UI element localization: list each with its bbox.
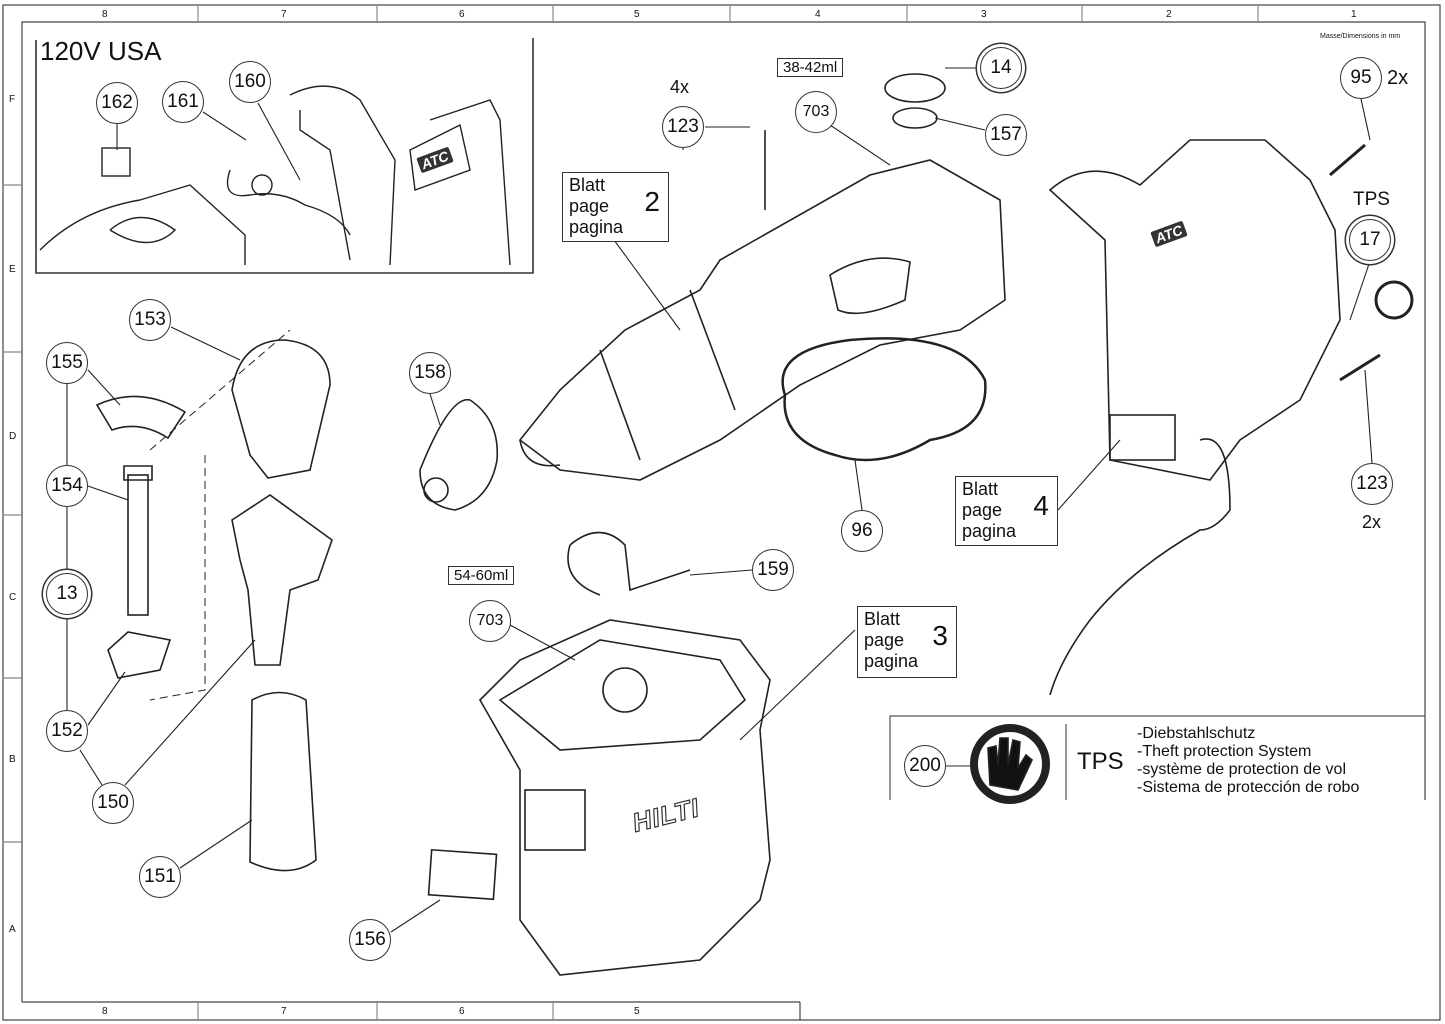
page-ref-3[interactable]: Blatt page pagina 3 xyxy=(857,606,957,678)
page-ref-label: page xyxy=(962,500,1003,520)
page-ref-2[interactable]: Blatt page pagina 2 xyxy=(562,172,669,242)
callout-17: 17 xyxy=(1349,219,1391,261)
tps-line-en: -Theft protection System xyxy=(1137,743,1312,760)
callout-200: 200 xyxy=(904,745,946,787)
inset-border xyxy=(35,38,534,274)
grid-col-2: 2 xyxy=(1166,9,1172,20)
handle-housing xyxy=(1048,139,1381,696)
page-ref-label: pagina xyxy=(864,651,919,671)
qty-123-right: 2x xyxy=(1362,512,1382,532)
callout-151: 151 xyxy=(139,856,181,898)
grid-row-d: D xyxy=(9,431,17,442)
page-ref-number: 3 xyxy=(932,620,948,651)
grid-col-7-bottom: 7 xyxy=(281,1006,287,1017)
grid-row-a: A xyxy=(9,924,16,935)
motor-housing xyxy=(427,531,771,976)
grid-col-5-bottom: 5 xyxy=(634,1006,640,1017)
page-ref-number: 4 xyxy=(1033,490,1049,521)
leader-lines xyxy=(66,67,1373,933)
inset-title: 120V USA xyxy=(40,36,162,66)
callout-162: 162 xyxy=(96,82,138,124)
callout-160: 160 xyxy=(229,61,271,103)
grease-amount-bottom: 54-60ml xyxy=(448,566,515,585)
tps-line-de: -Diebstahlschutz xyxy=(1137,725,1256,742)
side-handle-parts xyxy=(95,329,333,872)
page-ref-label: Blatt xyxy=(569,175,606,195)
grid-col-6: 6 xyxy=(459,9,465,20)
callout-159: 159 xyxy=(752,549,794,591)
callout-703-bottom: 703 xyxy=(469,600,511,642)
qty-95: 2x xyxy=(1387,67,1409,89)
grid-row-c: C xyxy=(9,592,17,603)
grid-col-6-bottom: 6 xyxy=(459,1006,465,1017)
drawing-frame xyxy=(2,4,1441,1021)
grid-col-5: 5 xyxy=(634,9,640,20)
grid-col-7: 7 xyxy=(281,9,287,20)
tps-box-frame xyxy=(889,715,1425,800)
grid-col-8-bottom: 8 xyxy=(102,1006,108,1017)
tps-line-es: -Sistema de protección de robo xyxy=(1137,779,1360,796)
callout-157: 157 xyxy=(985,114,1027,156)
callout-158: 158 xyxy=(409,352,451,394)
tps-description: -Diebstahlschutz -Theft protection Syste… xyxy=(1137,725,1359,797)
grid-col-4: 4 xyxy=(815,9,821,20)
page-ref-number: 2 xyxy=(644,186,660,217)
callout-123-top: 123 xyxy=(662,106,704,148)
callout-150: 150 xyxy=(92,782,134,824)
callout-703-top: 703 xyxy=(795,91,837,133)
page-ref-label: pagina xyxy=(962,521,1017,541)
drill-body xyxy=(419,73,1006,511)
tps-label-17: TPS xyxy=(1353,189,1390,210)
grid-col-8: 8 xyxy=(102,9,108,20)
grid-col-1: 1 xyxy=(1351,9,1357,20)
tps-abbr: TPS xyxy=(1077,748,1124,775)
tps-sticker-icon xyxy=(1374,280,1414,320)
grid-row-b: B xyxy=(9,754,16,765)
callout-96: 96 xyxy=(841,510,883,552)
page-ref-4[interactable]: Blatt page pagina 4 xyxy=(955,476,1058,546)
stop-tps-logo xyxy=(970,724,1050,804)
tps-line-fr: -système de protection de vol xyxy=(1137,761,1346,778)
callout-123-right: 123 xyxy=(1351,463,1393,505)
page-ref-label: Blatt xyxy=(864,609,901,629)
callout-156: 156 xyxy=(349,919,391,961)
page-ref-label: Blatt xyxy=(962,479,999,499)
grid-row-e: E xyxy=(9,264,16,275)
qty-123-top: 4x xyxy=(670,77,690,97)
callout-13: 13 xyxy=(46,573,88,615)
grease-amount-top: 38-42ml xyxy=(777,58,844,77)
dimensions-note: Masse/Dimensions in mm xyxy=(1320,33,1401,40)
callout-161: 161 xyxy=(162,81,204,123)
page-ref-label: page xyxy=(569,196,610,216)
page-ref-label: page xyxy=(864,630,905,650)
inset-drawing xyxy=(39,85,511,266)
callout-14: 14 xyxy=(980,47,1022,89)
callout-95: 95 xyxy=(1340,57,1382,99)
callout-152: 152 xyxy=(46,710,88,752)
grid-row-f: F xyxy=(9,94,16,105)
callout-154: 154 xyxy=(46,465,88,507)
page-ref-label: pagina xyxy=(569,217,624,237)
callout-155: 155 xyxy=(46,342,88,384)
callout-153: 153 xyxy=(129,299,171,341)
grid-col-3: 3 xyxy=(981,9,987,20)
